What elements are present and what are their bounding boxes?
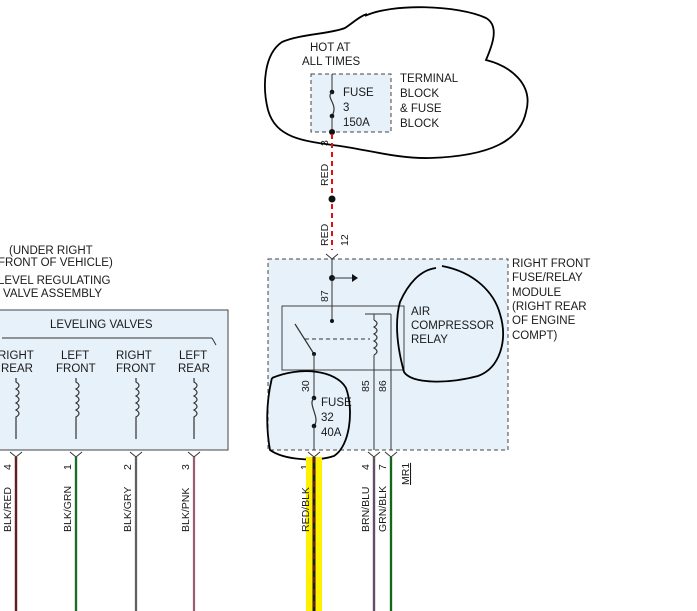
valve-label-line1: LEFT <box>179 350 207 362</box>
fuse-3-label-line: 3 <box>343 102 349 114</box>
red-wire-label-lower: RED <box>319 223 331 246</box>
connector-symbol <box>129 451 143 458</box>
relay-box <box>281 305 405 371</box>
fuse-32-label-line: FUSE <box>321 397 352 409</box>
connector-symbol <box>384 451 398 458</box>
hand-drawn-circle-relay <box>396 265 504 383</box>
valve-column-right-front: RIGHT FRONT 2 BLK/GRY <box>116 350 156 611</box>
relay-coil <box>372 319 378 356</box>
relay-pin-85: 85 <box>360 380 372 392</box>
wire-label-brn-blu: BRN/BLU <box>360 486 372 532</box>
connector-symbol <box>69 451 83 458</box>
valve-pin: 2 <box>122 464 134 470</box>
fuse-relay-module-label: COMPT) <box>512 330 558 342</box>
valve-coil <box>14 378 20 439</box>
connector-symbol <box>187 451 201 458</box>
relay-pin-87: 87 <box>319 290 331 302</box>
module-pin-7: 7 <box>377 464 389 470</box>
hot-at-all-times-label: ALL TIMES <box>302 56 360 68</box>
fuse-relay-module: RIGHT FRONT FUSE/RELAY MODULE (RIGHT REA… <box>266 258 590 461</box>
valve-coil <box>134 378 140 439</box>
red-wire-splice <box>328 195 336 203</box>
relay-label: RELAY <box>411 334 448 346</box>
module-bottom-connector: 1 4 7 MR1 RED/BLK BRN/BLU GRN/BLK <box>299 451 412 611</box>
valve-label-line1: RIGHT <box>116 350 152 362</box>
relay-label: COMPRESSOR <box>411 320 494 332</box>
fuse-relay-module-label: RIGHT FRONT <box>512 258 590 270</box>
connector-symbol <box>9 451 23 458</box>
wire-label: BLK/GRN <box>62 486 74 532</box>
red-feed-wire: RED RED 12 <box>319 134 351 260</box>
valve-assembly: (UNDER RIGHT FRONT OF VEHICLE) LEVEL REG… <box>0 245 229 611</box>
hand-drawn-circle-fuse-32 <box>266 370 351 461</box>
relay-contact-point <box>330 319 334 323</box>
leveling-valves-bracket-end <box>211 337 217 346</box>
leveling-valves-label: LEVELING VALVES <box>50 319 153 331</box>
branch-arrow-icon <box>352 274 358 282</box>
hand-drawn-circle-terminal-block <box>264 6 529 159</box>
valve-assembly-box <box>0 309 229 451</box>
wire-label-red-blk: RED/BLK <box>300 487 312 532</box>
fuse-relay-module-label: OF ENGINE <box>512 315 576 327</box>
relay-label: AIR <box>411 306 430 318</box>
fuse-3-symbol <box>329 91 335 117</box>
terminal-block-box <box>310 73 392 133</box>
wire-label: BLK/GRY <box>122 487 134 532</box>
valve-label-line1: RIGHT <box>0 350 34 362</box>
terminal-block-label: & FUSE <box>400 103 442 115</box>
valve-coil <box>192 378 198 439</box>
connector-symbol <box>307 451 321 458</box>
valve-location-label: (UNDER RIGHT <box>9 245 93 257</box>
fuse-32-symbol <box>311 397 317 427</box>
valve-location-label: FRONT OF VEHICLE) <box>0 257 113 269</box>
connector-symbol <box>325 253 339 260</box>
valve-column-left-rear: LEFT REAR 3 BLK/PNK <box>178 350 210 611</box>
fuse-3-label-line: 150A <box>343 117 370 129</box>
relay-pin-30: 30 <box>300 380 312 392</box>
relay-switch-arm <box>294 323 315 355</box>
terminal-block-splice <box>329 129 335 135</box>
module-pin-1: 1 <box>299 464 311 470</box>
wire-label: BLK/PNK <box>180 488 192 532</box>
valve-label-line2: REAR <box>178 363 210 375</box>
fuse-relay-module-label: FUSE/RELAY <box>512 272 583 284</box>
fuse-32-label-line: 40A <box>321 427 342 439</box>
valve-label-line1: LEFT <box>61 350 89 362</box>
module-connector-ref: MR1 <box>400 463 412 485</box>
valve-pin: 3 <box>180 464 192 470</box>
terminal-block-label: BLOCK <box>400 118 439 130</box>
module-pin-4: 4 <box>360 464 372 470</box>
valve-pin: 4 <box>2 464 14 470</box>
valve-coil <box>74 378 80 439</box>
valve-column-left-front: LEFT FRONT 1 BLK/GRN <box>56 350 96 611</box>
valve-pin: 1 <box>62 464 74 470</box>
fuse-relay-module-label: (RIGHT REAR <box>512 301 587 313</box>
valve-label-line2: FRONT <box>116 363 156 375</box>
fuse-3-label-line: FUSE <box>343 87 374 99</box>
terminal-block-label: TERMINAL <box>400 73 459 85</box>
fuse-relay-module-label: MODULE <box>512 287 562 299</box>
valve-label-line2: FRONT <box>56 363 96 375</box>
relay-pin-86: 86 <box>377 380 389 392</box>
valve-label-line2: REAR <box>1 363 33 375</box>
valve-column-right-rear: RIGHT REAR 4 BLK/RED <box>0 350 34 611</box>
terminal-block-label: BLOCK <box>400 88 439 100</box>
valve-assembly-label: LEVEL REGULATING <box>0 275 111 287</box>
fuse-32-label-line: 32 <box>321 412 334 424</box>
connector-symbol <box>367 451 381 458</box>
red-wire-pin: 12 <box>339 234 351 246</box>
terminal-block: FUSE 3 150A HOT AT ALL TIMES TERMINAL BL… <box>264 6 529 159</box>
red-wire-label-upper: RED <box>319 163 331 186</box>
wire-label-grn-blk: GRN/BLK <box>377 486 389 532</box>
wire-label: BLK/RED <box>2 487 14 532</box>
hot-at-all-times-label: HOT AT <box>310 42 350 54</box>
valve-assembly-label: VALVE ASSEMBLY <box>3 288 102 300</box>
